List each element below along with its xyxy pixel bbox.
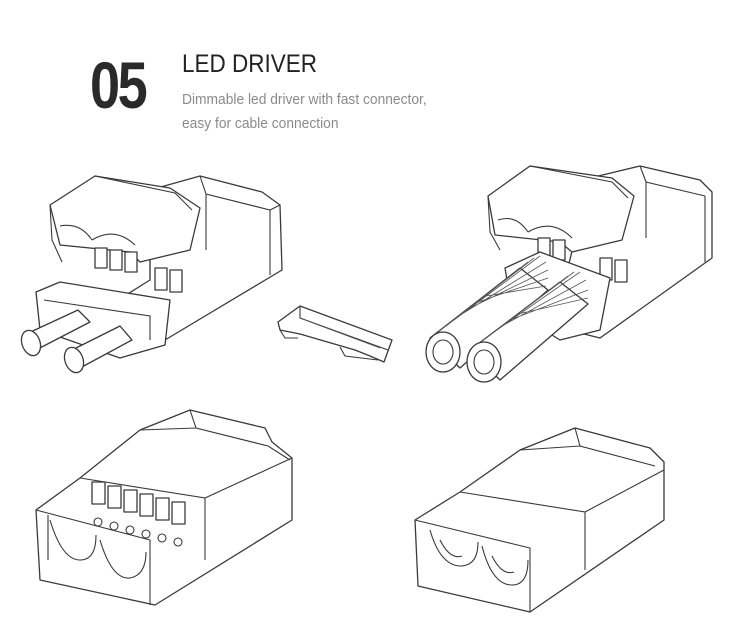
driver-open-with-corrugated-conduits-illustration	[425, 165, 713, 383]
section-number: 05	[90, 48, 148, 122]
section-subtitle: Dimmable led driver with fast connector,…	[182, 88, 476, 136]
subtitle-line-2: easy for cable connection	[182, 115, 339, 132]
conduit-1	[425, 255, 549, 373]
driver-closed-cover-illustration	[414, 427, 665, 613]
cable-clamp-bar-illustration	[277, 305, 393, 363]
driver-open-terminal-block-illustration	[35, 409, 293, 606]
section-title: LED DRIVER	[182, 50, 318, 78]
subtitle-line-1: Dimmable led driver with fast connector,	[182, 91, 427, 108]
driver-open-with-solid-cables-illustration	[20, 175, 283, 374]
conduit-2	[466, 271, 589, 383]
